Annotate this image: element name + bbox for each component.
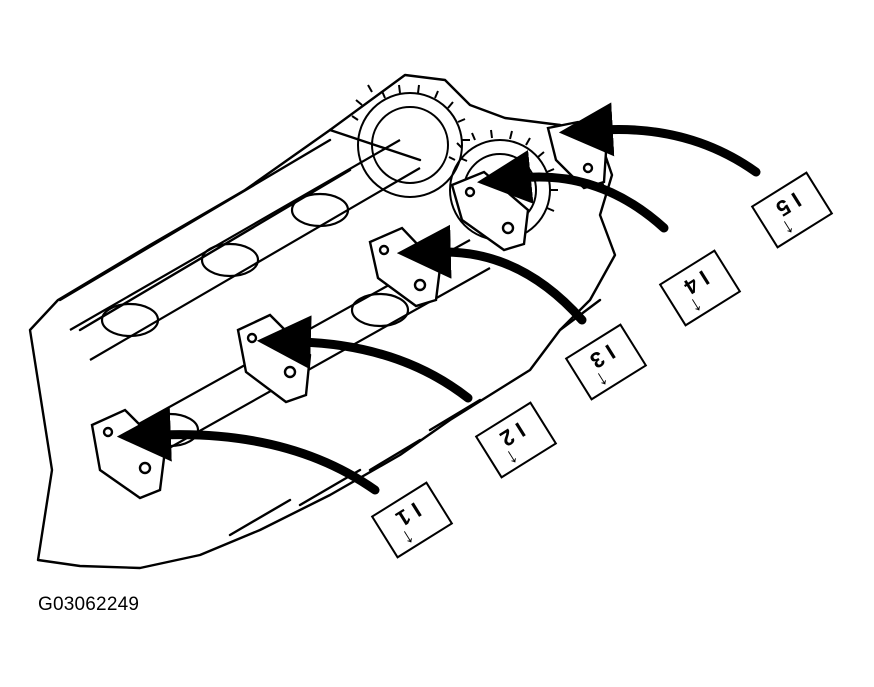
arrow-3 [396, 224, 587, 325]
pointer-arrows [116, 102, 761, 495]
cam-gear [351, 84, 558, 241]
label-tag-3: I 3 ↓ [564, 323, 648, 401]
bearing-cap-4 [450, 170, 530, 252]
label-tag-5: I 5 ↓ [750, 171, 834, 249]
label-tag-2: I 2 ↓ [474, 401, 558, 479]
label-tag-4: I 4 ↓ [658, 249, 742, 327]
arrow-1 [116, 407, 380, 495]
arrow-4 [477, 150, 669, 233]
bearing-cap-2 [236, 313, 312, 404]
arrow-5 [558, 102, 761, 177]
bearing-cap-1 [90, 408, 167, 500]
label-tag-1: I 1 ↓ [370, 481, 454, 559]
arrow-2 [256, 315, 473, 403]
figure-id: G03062249 [38, 594, 140, 615]
